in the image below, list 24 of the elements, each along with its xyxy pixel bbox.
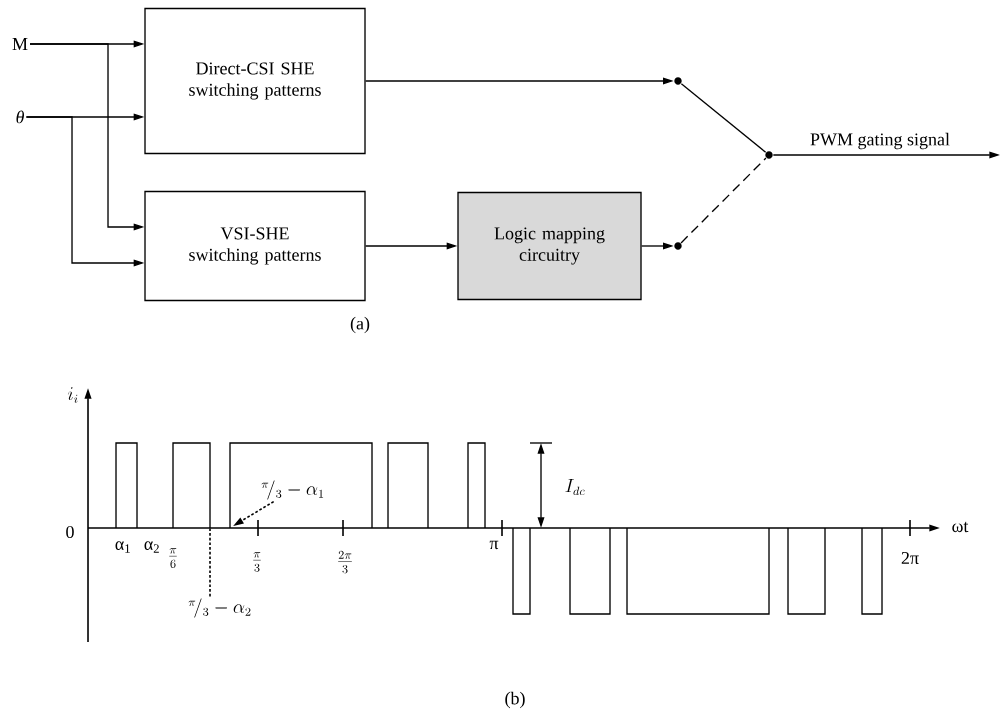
tick-label: $\frac{\pi}{3}$ [253, 552, 261, 572]
tick-label: 2π [901, 551, 919, 565]
tick-label: α$_{1}$ [115, 541, 130, 553]
process-box: Logic mapping circuitry [457, 191, 642, 301]
caption-label: (b) [505, 691, 525, 709]
process-box: VSI-SHE switching patterns [144, 190, 366, 302]
connector-line [680, 157, 767, 244]
axis-label: $i_{i}$ [67, 387, 78, 403]
leader-line [209, 526, 211, 598]
tick-label: α$_{2}$ [144, 541, 159, 553]
tick-label: $\frac{2\pi}{3}$ [338, 550, 352, 574]
axis-label: ωt [952, 521, 969, 533]
connector-line [680, 83, 767, 153]
process-box: Direct-CSI SHE switching patterns [144, 7, 366, 155]
angle-label: ${}^{\pi}\!/_{3}-\alpha_{1}$ [261, 480, 324, 500]
input-label: θ [16, 110, 24, 124]
caption-label: (a) [350, 316, 370, 334]
angle-label: ${}^{\pi}\!/_{3}-\alpha_{2}$ [188, 598, 251, 618]
input-label: M [12, 38, 28, 50]
dimension-label: $I_{dc}$ [565, 479, 585, 496]
axis-label: 0 [66, 525, 74, 539]
edge-label: PWM gating signal [808, 131, 952, 151]
tick-label: $\frac{\pi}{6}$ [169, 548, 177, 568]
tick-label: π [489, 540, 499, 550]
